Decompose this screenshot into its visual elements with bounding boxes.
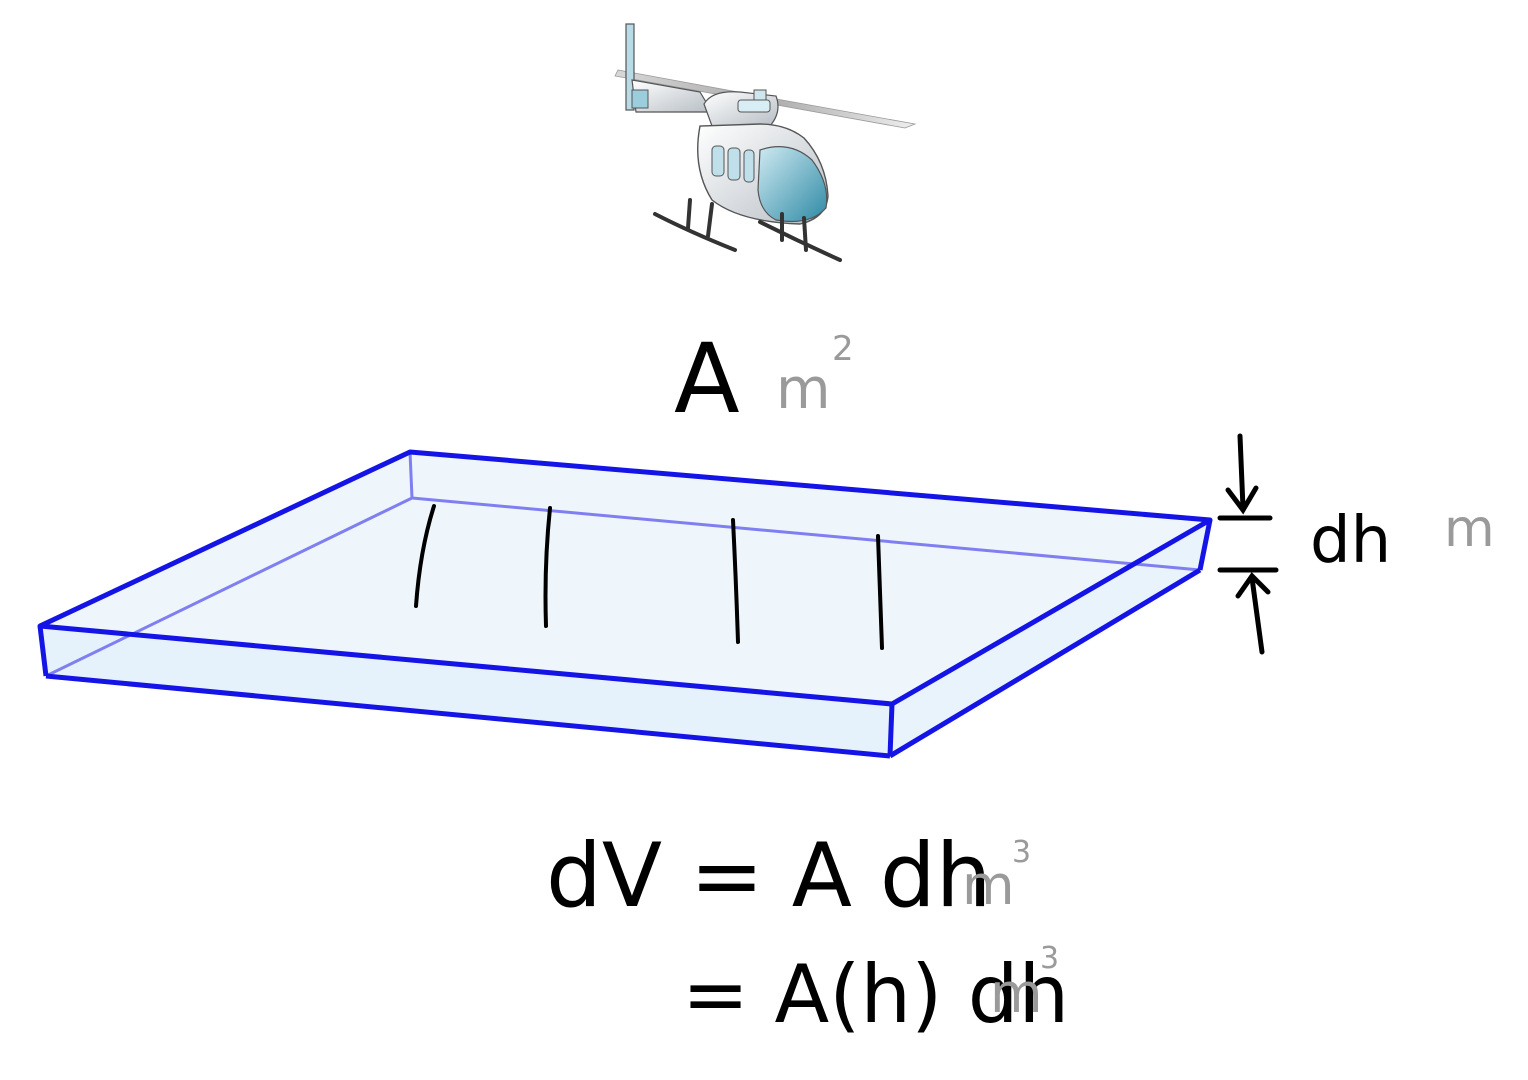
area-unit-exponent: 2	[832, 329, 854, 369]
volume-equation-unit: m	[962, 854, 1015, 917]
slab-hidden-edges	[45, 451, 1201, 678]
thickness-unit: m	[1444, 499, 1495, 559]
volume-equation-area-function: = A(h) dh	[682, 948, 1069, 1041]
helicopter-icon	[614, 23, 917, 262]
area-function-unit-exponent: 3	[1040, 941, 1059, 976]
arrow-down-icon	[1225, 433, 1259, 515]
volume-slab	[37, 449, 1213, 759]
fill-stroke-marks	[414, 504, 884, 650]
slab-top-face	[40, 452, 1210, 704]
slab-right-face	[890, 520, 1210, 756]
area-unit: m	[776, 357, 831, 422]
volume-equation-unit-exponent: 3	[1012, 835, 1031, 870]
volume-equation: dV = A dh	[546, 824, 992, 927]
area-function-unit: m	[990, 962, 1043, 1025]
thickness-symbol: dh	[1310, 504, 1391, 578]
slab-front-face	[40, 626, 892, 756]
area-symbol: A	[674, 323, 740, 435]
arrow-up-icon	[1235, 572, 1271, 655]
slab-visible-edges	[37, 449, 1213, 759]
